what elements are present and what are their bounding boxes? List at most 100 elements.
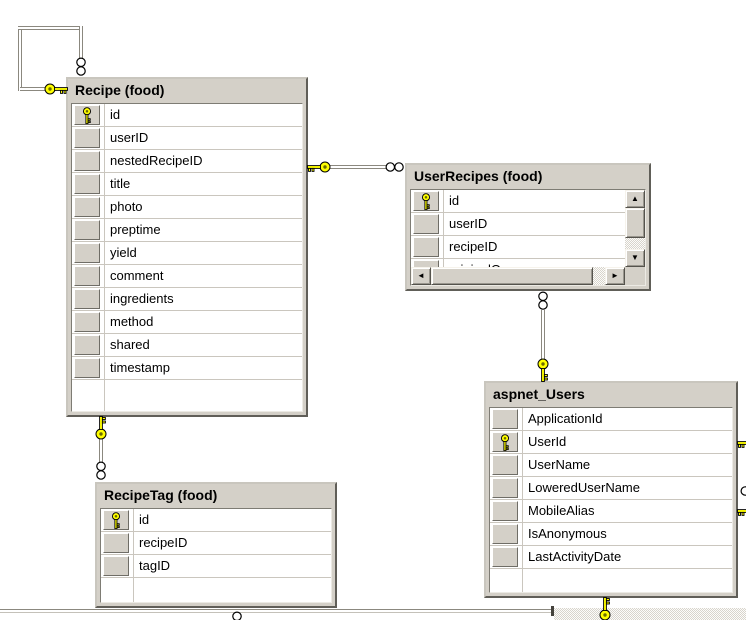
key-one-side-icon [536,358,550,382]
row-handle[interactable] [492,455,518,475]
row-handle[interactable] [74,151,100,171]
row-handle[interactable] [74,312,100,332]
scroll-down-button[interactable]: ▼ [625,249,645,267]
table-row[interactable]: comment [72,265,302,288]
row-handle[interactable] [74,105,100,125]
key-one-side-icon [737,436,746,450]
row-handle[interactable] [74,220,100,240]
table-row[interactable]: ingredients [72,288,302,311]
relationship-line-self[interactable] [20,87,48,91]
row-handle[interactable] [103,510,129,530]
primary-key-icon [500,433,510,451]
row-handle[interactable] [74,197,100,217]
row-handle[interactable] [74,243,100,263]
table-row[interactable]: originalOwner [411,259,625,267]
table-row[interactable]: nestedRecipeID [72,150,302,173]
key-one-side-icon [44,82,68,96]
table-title[interactable]: aspnet_Users [493,386,585,402]
grid-divider [104,104,105,411]
row-handle[interactable] [492,432,518,452]
many-side-icon [385,161,405,173]
table-row[interactable]: shared [72,334,302,357]
relationship-line-recipe-recipetag[interactable] [99,438,103,462]
scroll-left-button[interactable]: ◄ [411,267,431,285]
key-one-side-icon [598,597,612,620]
primary-key-icon [421,192,431,210]
table-row[interactable]: recipeID [411,236,625,259]
row-handle[interactable] [74,289,100,309]
relationship-line-self[interactable] [79,26,83,58]
table-row[interactable]: id [101,509,331,532]
table-row[interactable]: tagID [101,555,331,578]
many-side-icon [75,57,87,77]
table-row[interactable]: yield [72,242,302,265]
row-handle[interactable] [413,191,439,211]
grid-divider [443,190,444,267]
row-handle[interactable] [492,547,518,567]
table-row[interactable]: userID [411,213,625,236]
table-row[interactable]: timestamp [72,357,302,380]
row-handle[interactable] [74,358,100,378]
row-handle[interactable] [103,533,129,553]
table-row[interactable]: userID [72,127,302,150]
primary-key-icon [111,511,121,529]
table-row[interactable]: id [72,104,302,127]
table-recipetag[interactable]: RecipeTag (food) id recipeID tagID [95,482,337,608]
arrow-right-icon: ► [611,271,619,280]
scroll-up-button[interactable]: ▲ [625,190,645,208]
table-row[interactable]: UserName [490,454,732,477]
relationship-line-recipe-userrecipes[interactable] [330,165,386,169]
row-handle[interactable] [103,556,129,576]
row-handle[interactable] [492,501,518,521]
many-side-icon [95,461,107,481]
row-handle[interactable] [492,409,518,429]
table-row[interactable]: title [72,173,302,196]
row-handle[interactable] [492,478,518,498]
table-aspnet-users[interactable]: aspnet_Users ApplicationId UserId UserNa… [484,381,738,598]
table-recipe[interactable]: Recipe (food) id userID nestedRecipeID t… [66,77,308,417]
table-row[interactable]: IsAnonymous [490,523,732,546]
row-handle[interactable] [74,128,100,148]
scrollbar-track[interactable] [554,608,746,620]
horizontal-scrollbar[interactable]: ◄ ► [411,267,625,285]
row-handle[interactable] [74,335,100,355]
arrow-up-icon: ▲ [631,194,639,203]
vertical-scrollbar[interactable]: ▲ ▼ [625,190,645,267]
table-row[interactable]: LastActivityDate [490,546,732,569]
table-row[interactable]: MobileAlias [490,500,732,523]
relationship-line-aspnetusers-userrecipes[interactable] [541,310,545,360]
table-title[interactable]: UserRecipes (food) [414,168,543,184]
row-handle[interactable] [74,266,100,286]
pane-edge-divider [551,606,554,616]
table-row[interactable]: method [72,311,302,334]
vertical-scroll-track[interactable] [625,238,645,249]
horizontal-scroll-thumb[interactable] [431,267,593,285]
table-grid: id userID recipeID originalOwner ▲ ▼ ◄ ► [410,189,646,286]
table-row[interactable]: recipeID [101,532,331,555]
table-title[interactable]: Recipe (food) [75,82,165,98]
table-grid: id userID nestedRecipeID title photo pre… [71,103,303,412]
table-title[interactable]: RecipeTag (food) [104,487,218,503]
scroll-right-button[interactable]: ► [605,267,625,285]
row-handle[interactable] [413,214,439,234]
table-row[interactable]: preptime [72,219,302,242]
table-row[interactable]: ApplicationId [490,408,732,431]
many-side-icon [740,485,746,497]
vertical-scroll-thumb[interactable] [625,208,645,238]
row-handle[interactable] [413,237,439,257]
table-row[interactable]: photo [72,196,302,219]
many-side-icon [231,611,243,620]
arrow-left-icon: ◄ [417,271,425,280]
row-handle[interactable] [74,174,100,194]
relationship-line-self[interactable] [18,26,83,30]
horizontal-scroll-track[interactable] [593,267,605,285]
grid-divider [522,408,523,592]
table-row[interactable]: UserId [490,431,732,454]
row-handle[interactable] [492,524,518,544]
row-handle[interactable] [413,260,439,267]
relationship-line-self[interactable] [18,26,22,91]
table-row[interactable]: LoweredUserName [490,477,732,500]
table-userrecipes[interactable]: UserRecipes (food) id userID recipeID or… [405,163,651,291]
table-row[interactable]: id [411,190,625,213]
